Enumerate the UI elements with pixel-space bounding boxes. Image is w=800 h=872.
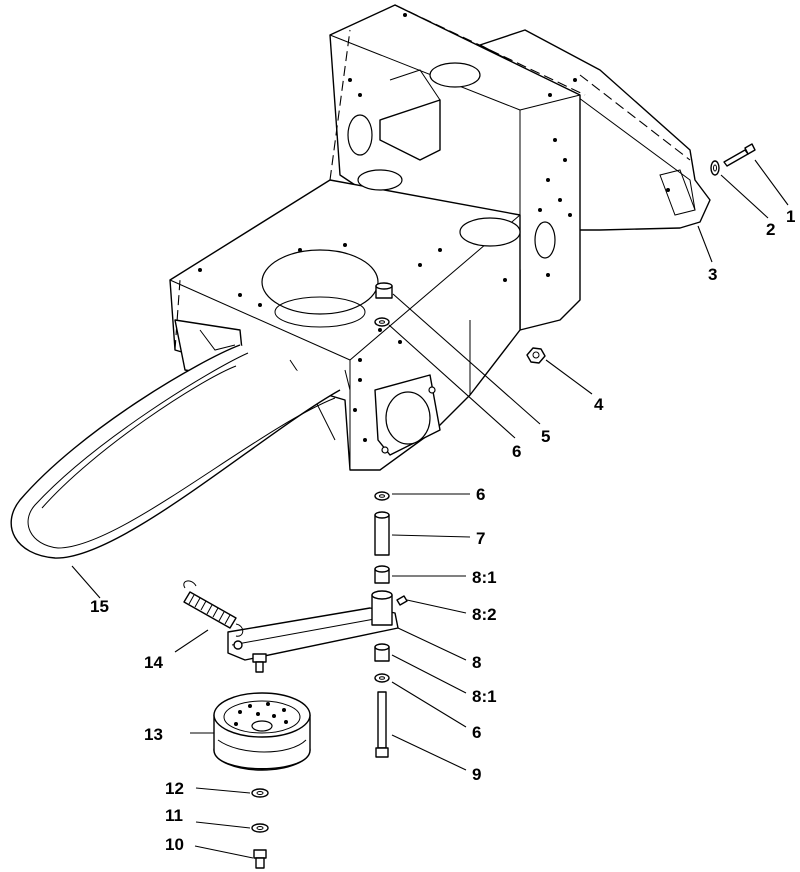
washer-6-mid: [374, 491, 390, 501]
callout-3: 3: [708, 265, 717, 284]
callout-12: 12: [165, 779, 184, 798]
callout-13: 13: [144, 725, 163, 744]
leader-8: [397, 627, 467, 661]
drive-belt: [10, 344, 341, 559]
callout-6-middle: 6: [476, 485, 485, 504]
callout-10: 10: [165, 835, 184, 854]
leader-81b: [391, 654, 467, 694]
frame-assembly: [169, 4, 711, 471]
nut-5: [375, 282, 393, 299]
leader-4: [545, 359, 593, 395]
leader-lines: [71, 159, 789, 859]
callout-labels: 1 2 3 4 5 6 6 7 8:1 8:2 8 8:1 6 9 10 11 …: [90, 207, 795, 854]
callout-8-1-lower: 8:1: [472, 687, 497, 706]
callout-2: 2: [766, 220, 775, 239]
leader-1: [754, 159, 789, 206]
idler-arm: [227, 590, 399, 673]
washer-2: [710, 160, 720, 176]
callout-6-lower: 6: [472, 723, 481, 742]
leader-5: [392, 293, 541, 425]
extension-spring: [183, 580, 244, 637]
callout-15: 15: [90, 597, 109, 616]
leader-15: [71, 565, 101, 599]
spacer-7: [374, 511, 390, 556]
callout-11: 11: [165, 806, 183, 825]
idler-pulley: [213, 692, 311, 771]
callout-4: 4: [594, 395, 604, 414]
bolt-10: [253, 849, 267, 869]
callout-9: 9: [472, 765, 481, 784]
bracket: [479, 29, 711, 231]
bolt-9: [375, 691, 389, 758]
leader-14: [174, 629, 209, 653]
callout-5: 5: [541, 427, 550, 446]
washer-12: [251, 788, 269, 798]
washer-6-bottom: [374, 673, 390, 683]
callout-1: 1: [786, 207, 795, 226]
leader-12: [195, 787, 251, 794]
leader-82: [406, 599, 467, 614]
leader-3: [697, 225, 713, 263]
leader-6a: [388, 324, 516, 439]
bushing-8-1-top: [374, 565, 390, 584]
leader-2: [720, 174, 769, 219]
leader-7: [391, 534, 471, 538]
callout-14: 14: [144, 653, 163, 672]
nut-4: [526, 347, 546, 364]
callout-6-upper: 6: [512, 442, 521, 461]
bushing-8-1-bottom: [374, 643, 390, 662]
callout-8-1-upper: 8:1: [472, 568, 497, 587]
leader-11: [195, 821, 251, 829]
callout-8: 8: [472, 653, 481, 672]
leader-10: [194, 845, 254, 859]
leader-9: [391, 734, 467, 771]
grease-fitting-8-2: [396, 595, 408, 606]
bolt-1: [723, 143, 756, 167]
washer-11: [251, 823, 269, 833]
washer-6-top: [374, 317, 390, 327]
callout-7: 7: [476, 529, 485, 548]
callout-8-2: 8:2: [472, 605, 497, 624]
leader-6c: [391, 681, 467, 728]
